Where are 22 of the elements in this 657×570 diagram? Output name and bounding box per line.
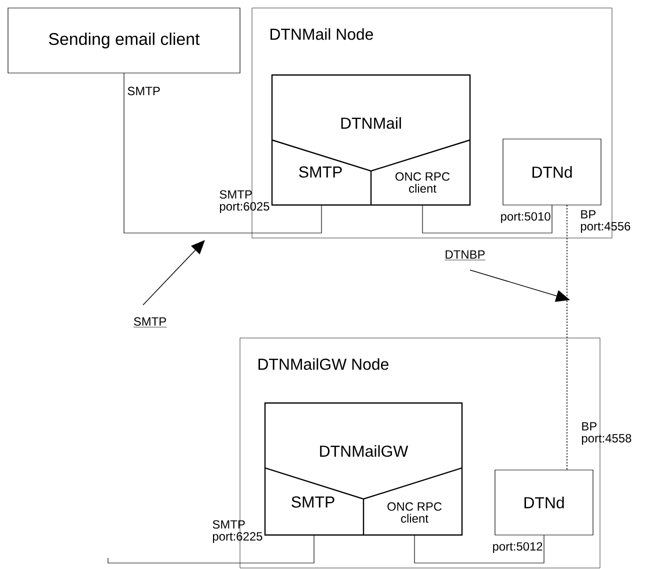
- port-label: SMTP port:6025: [220, 190, 270, 213]
- connector-line: [414, 534, 544, 564]
- connector-line: [124, 72, 322, 234]
- process-box: DTNd: [494, 470, 594, 536]
- module-label: ONC RPC client: [388, 502, 442, 523]
- dotted-link: [566, 204, 568, 470]
- port-label: SMTP port:6225: [212, 520, 262, 543]
- edge-label: SMTP: [126, 86, 162, 96]
- module-label: SMTP: [292, 496, 334, 508]
- leader-arrow: [142, 240, 205, 306]
- annotation-text: DTNBP: [444, 250, 486, 260]
- port-label: port:5012: [493, 542, 542, 554]
- annotation-text: SMTP: [133, 317, 167, 328]
- process-box: DTNd: [502, 138, 602, 206]
- module-label: ONC RPC client: [396, 172, 450, 193]
- connector-line: [108, 534, 314, 564]
- port-label: port:5010: [501, 212, 550, 224]
- port-label: BP port:4556: [580, 210, 630, 233]
- module-label: SMTP: [299, 166, 342, 178]
- process-box: Sending email client: [8, 8, 240, 74]
- connector-line: [422, 204, 552, 234]
- port-label: BP port:4558: [582, 422, 632, 445]
